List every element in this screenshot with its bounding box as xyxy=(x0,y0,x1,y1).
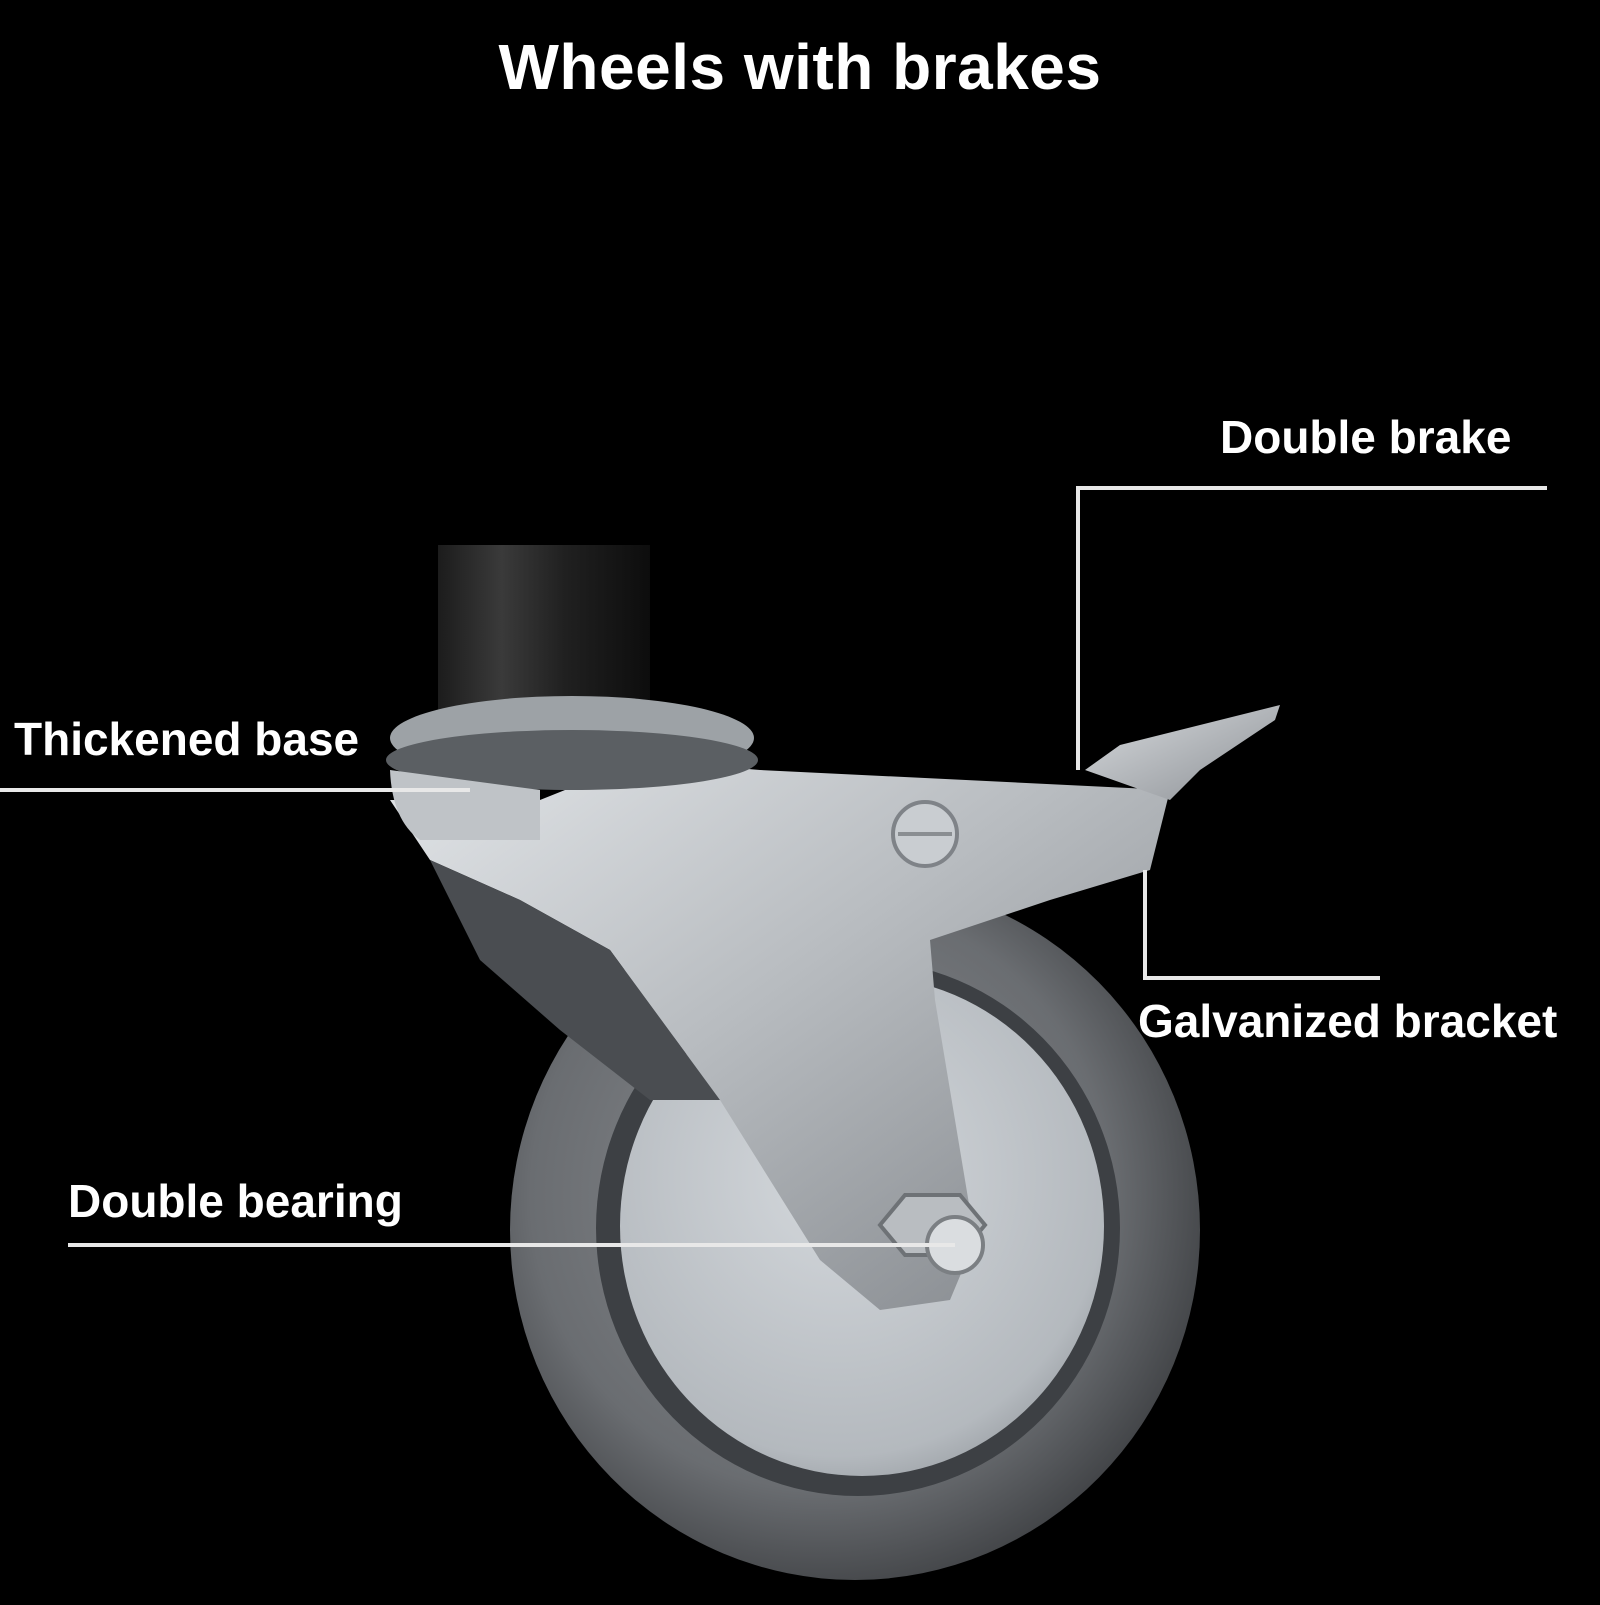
callout-double-bearing: Double bearing xyxy=(68,1175,403,1227)
bracket-body xyxy=(390,760,1170,1310)
callout-double-brake: Double brake xyxy=(1220,411,1512,463)
leader-line-galvanized-bracket xyxy=(1143,870,1380,980)
bracket-shadow xyxy=(430,860,720,1100)
callout-galvanized-bracket: Galvanized bracket xyxy=(1138,995,1558,1047)
brake-pedal xyxy=(1085,705,1280,800)
page-title: Wheels with brakes xyxy=(498,31,1102,103)
thickened-base-ring xyxy=(386,730,758,790)
mounting-tube xyxy=(438,545,650,715)
leader-line-double-brake xyxy=(1076,486,1547,770)
thickened-base-rim xyxy=(390,770,540,840)
callout-thickened-base: Thickened base xyxy=(14,713,360,765)
